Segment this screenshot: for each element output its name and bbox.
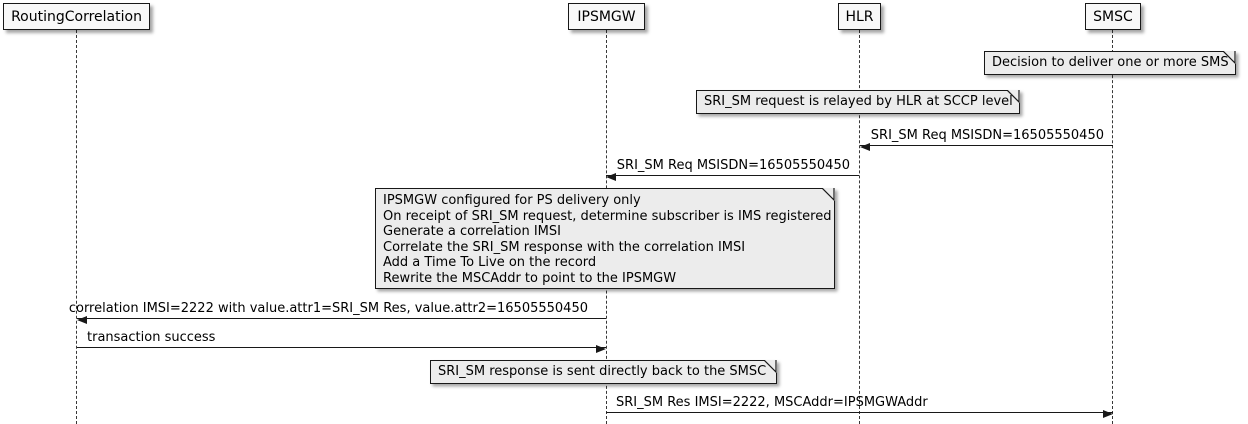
participant-ipsmgw: IPSMGW [568,3,645,30]
note-sccp-relay: SRI_SM request is relayed by HLR at SCCP… [696,90,1020,114]
lifeline-routingcorrelation [76,30,77,424]
note-fold-icon [764,360,777,373]
message-label: SRI_SM Req MSISDN=16505550450 [616,158,850,173]
participant-label: HLR [845,8,874,25]
message-line [77,318,606,319]
lifeline-smsc [1112,30,1113,424]
note-fold-icon [1007,90,1020,103]
participant-label: IPSMGW [577,8,636,25]
message-label: SRI_SM Req MSISDN=16505550450 [870,128,1104,143]
message-line [860,145,1113,146]
message-sri-sm-res: SRI_SM Res IMSI=2222, MSCAddr=IPSMGWAddr [606,393,1113,418]
arrowhead-right-icon [1103,409,1113,418]
participant-hlr: HLR [838,3,881,30]
note-decision-to-deliver: Decision to deliver one or more SMS [984,51,1236,75]
participant-label: RoutingCorrelation [11,8,142,25]
note-text: SRI_SM request is relayed by HLR at SCCP… [704,94,1013,109]
participant-routingcorrelation: RoutingCorrelation [3,3,150,30]
message-sri-sm-req-to-ipsmgw: SRI_SM Req MSISDN=16505550450 [606,156,859,181]
arrowhead-left-icon [77,315,87,324]
note-fold-icon [822,188,835,201]
arrowhead-left-icon [860,142,870,151]
note-text: Decision to deliver one or more SMS [992,55,1229,70]
note-text: SRI_SM response is sent directly back to… [438,364,767,379]
message-label: transaction success [87,330,216,345]
arrowhead-left-icon [606,172,616,181]
arrowhead-right-icon [596,344,606,353]
message-line [606,175,859,176]
message-label: SRI_SM Res IMSI=2222, MSCAddr=IPSMGWAddr [616,395,928,410]
message-line [77,347,606,348]
lifeline-hlr [859,30,860,424]
note-line: Correlate the SRI_SM response with the c… [383,239,746,255]
message-line [606,412,1113,413]
message-label: correlation IMSI=2222 with value.attr1=S… [68,301,588,316]
note-line: Rewrite the MSCAddr to point to the IPSM… [383,270,677,286]
note-fold-icon [1223,51,1236,64]
note-response-direct: SRI_SM response is sent directly back to… [430,360,777,384]
participant-label: SMSC [1093,8,1133,25]
note-line: Add a Time To Live on the record [383,255,597,271]
message-sri-sm-req-to-hlr: SRI_SM Req MSISDN=16505550450 [860,126,1113,151]
message-transaction-success: transaction success [77,328,606,353]
note-line: IPSMGW configured for PS delivery only [383,193,641,208]
participant-smsc: SMSC [1085,3,1141,30]
note-ipsmgw-processing: IPSMGW configured for PS delivery only O… [375,188,835,289]
message-correlation-imsi: correlation IMSI=2222 with value.attr1=S… [69,299,606,324]
note-line: On receipt of SRI_SM request, determine … [383,208,832,224]
note-line: Generate a correlation IMSI [383,224,561,240]
